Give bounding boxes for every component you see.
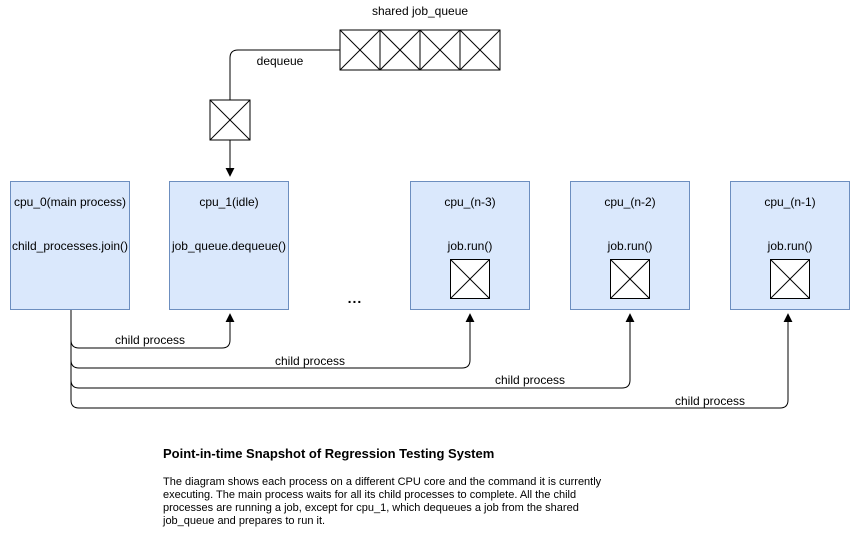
cpu-n1-node: cpu_(n-1) job.run() <box>730 181 850 310</box>
cpu-command: job.run() <box>767 239 813 253</box>
cpu-0-node: cpu_0(main process) child_processes.join… <box>10 181 130 310</box>
job-queue <box>339 29 501 71</box>
job-icon <box>450 259 490 299</box>
cpu-title: cpu_1(idle) <box>199 195 259 209</box>
caption-line: executing. The main process waits for al… <box>163 489 577 501</box>
queue-cell <box>339 29 381 71</box>
caption-line: processes are running a job, except for … <box>163 502 579 514</box>
queue-cell <box>419 29 461 71</box>
cpu-title: cpu_(n-1) <box>764 195 816 209</box>
child-process-label: child process <box>114 333 186 347</box>
child-process-label: child process <box>674 394 746 408</box>
cpu-1-node: cpu_1(idle) job_queue.dequeue() <box>169 181 289 310</box>
cpu-n3-node: cpu_(n-3) job.run() <box>410 181 530 310</box>
dequeued-job-icon <box>209 99 251 141</box>
queue-cell <box>379 29 421 71</box>
job-icon <box>770 259 810 299</box>
caption-body: The diagram shows each process on a diff… <box>163 476 601 528</box>
ellipsis: ... <box>347 290 363 306</box>
cpu-command: child_processes.join() <box>11 239 129 253</box>
caption-line: job_queue and prepares to run it. <box>163 515 326 527</box>
queue-cell <box>459 29 501 71</box>
cpu-title: cpu_0(main process) <box>13 195 127 209</box>
cpu-title: cpu_(n-2) <box>604 195 656 209</box>
child-process-label: child process <box>274 354 346 368</box>
caption-line: The diagram shows each process on a diff… <box>163 476 602 488</box>
job-icon <box>610 259 650 299</box>
cpu-title: cpu_(n-3) <box>444 195 496 209</box>
dequeue-label: dequeue <box>256 54 304 68</box>
cpu-command: job.run() <box>447 239 493 253</box>
child-process-edge-4 <box>70 310 793 409</box>
child-process-label: child process <box>494 373 566 387</box>
cpu-n2-node: cpu_(n-2) job.run() <box>570 181 690 310</box>
dequeue-edge <box>229 49 340 100</box>
cpu-command: job_queue.dequeue() <box>171 239 287 253</box>
caption-title: Point-in-time Snapshot of Regression Tes… <box>163 446 495 461</box>
cpu-command: job.run() <box>607 239 653 253</box>
queue-label: shared job_queue <box>371 4 469 18</box>
